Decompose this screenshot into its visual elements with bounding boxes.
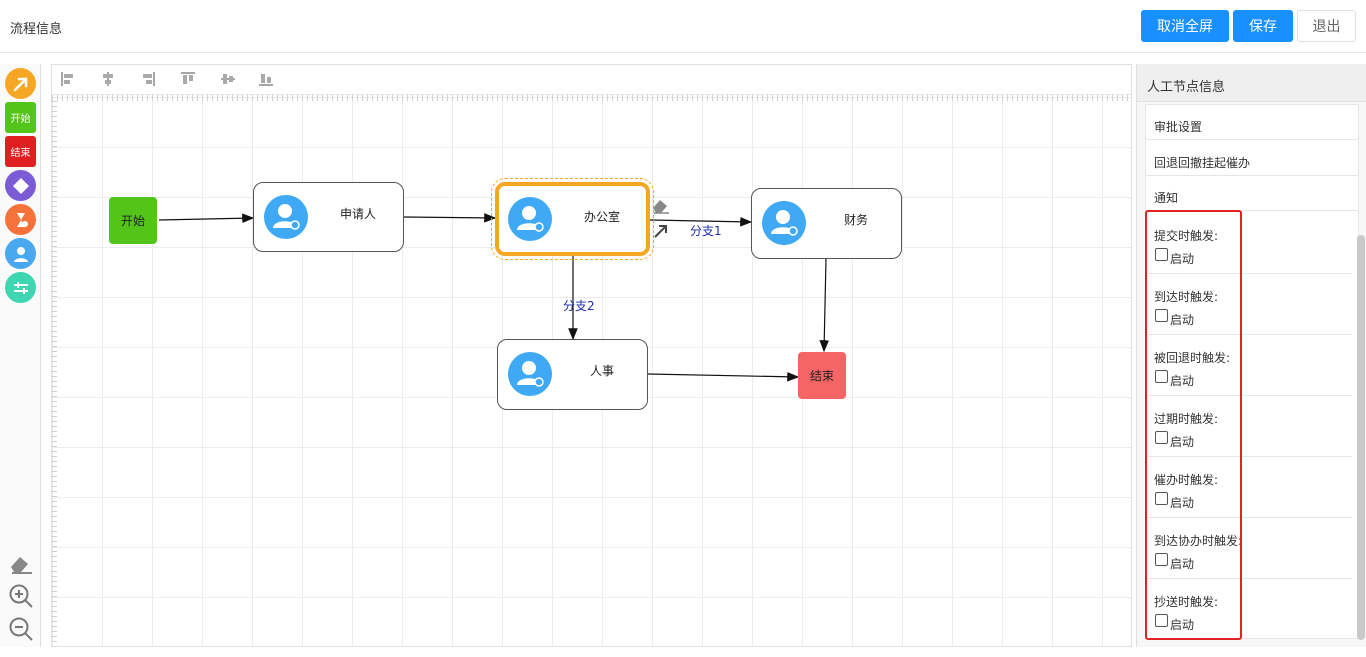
enable-checkbox[interactable]	[1155, 553, 1168, 566]
enable-checkbox[interactable]	[1155, 370, 1168, 383]
arrow-connect-icon[interactable]	[653, 223, 669, 242]
trigger-on-assist-arrive: 到达协办时触发: 启动	[1146, 518, 1352, 579]
user-avatar-icon	[264, 195, 308, 239]
align-bottom-icon[interactable]	[258, 71, 274, 87]
node-label: 申请人	[340, 207, 377, 221]
node-finance[interactable]: 财务	[751, 188, 902, 259]
edge-finance-end	[819, 258, 830, 353]
align-right-icon[interactable]	[140, 71, 156, 87]
trigger-on-urge: 催办时触发: 启动	[1146, 457, 1352, 518]
node-label: 人事	[590, 364, 615, 378]
edge-office-finance	[649, 216, 753, 227]
trigger-on-expire: 过期时触发: 启动	[1146, 396, 1352, 457]
user-avatar-icon	[508, 197, 552, 241]
node-label: 办公室	[584, 210, 621, 224]
flow-canvas[interactable]: 分支1 分支2 开始 申请人 办公室 财务 人事 结束	[51, 64, 1132, 647]
edge-hr-end	[647, 371, 800, 382]
panel-body: 审批设置 回退回撤挂起催办 通知 提交时触发: 启动 到达时触发: 启动 被回退…	[1145, 104, 1359, 639]
node-hr[interactable]: 人事	[497, 339, 648, 410]
enable-checkbox[interactable]	[1155, 431, 1168, 444]
enable-checkbox[interactable]	[1155, 492, 1168, 505]
top-ruler	[52, 95, 1131, 101]
trigger-on-submit: 提交时触发: 启动	[1146, 213, 1352, 274]
edge-start-applicant	[158, 213, 255, 224]
timer-hourglass-icon[interactable]	[5, 204, 36, 235]
node-office-selected[interactable]: 办公室	[491, 178, 654, 260]
node-label: 财务	[844, 213, 869, 227]
edge-label-branch1[interactable]: 分支1	[690, 224, 722, 238]
page-title: 流程信息	[10, 22, 63, 37]
zoom-in-icon[interactable]	[5, 580, 36, 611]
enable-checkbox[interactable]	[1155, 309, 1168, 322]
user-avatar-icon	[508, 352, 552, 396]
section-notification[interactable]: 通知	[1146, 176, 1358, 211]
trigger-on-rollback: 被回退时触发: 启动	[1146, 335, 1352, 396]
section-approval-settings[interactable]: 审批设置	[1146, 105, 1358, 140]
palette-start-node[interactable]: 开始	[5, 102, 36, 133]
trigger-on-cc: 抄送时触发: 启动	[1154, 595, 1219, 632]
align-center-icon[interactable]	[100, 71, 116, 87]
panel-scrollbar[interactable]	[1357, 235, 1365, 640]
start-node[interactable]: 开始	[109, 197, 157, 244]
parallel-branch-icon[interactable]	[5, 272, 36, 303]
flow-edges	[158, 213, 830, 382]
palette-end-node[interactable]: 结束	[5, 136, 36, 167]
enable-checkbox[interactable]	[1155, 614, 1168, 627]
node-info-panel: 人工节点信息 审批设置 回退回撤挂起催办 通知 提交时触发: 启动 到达时触发:…	[1136, 64, 1366, 647]
node-applicant[interactable]: 申请人	[253, 182, 404, 252]
header: 流程信息 取消全屏 保存 退出	[0, 0, 1366, 53]
eraser-icon[interactable]	[5, 548, 36, 579]
enable-checkbox[interactable]	[1155, 248, 1168, 261]
panel-title: 人工节点信息	[1137, 64, 1366, 102]
save-button[interactable]: 保存	[1233, 10, 1293, 42]
node-palette: 开始 结束	[0, 64, 41, 647]
align-toolbar	[52, 65, 1131, 95]
exit-button[interactable]: 退出	[1297, 10, 1356, 42]
align-top-icon[interactable]	[180, 71, 196, 87]
trigger-on-arrive: 到达时触发: 启动	[1146, 274, 1352, 335]
gateway-diamond-icon[interactable]	[5, 170, 36, 201]
exit-fullscreen-button[interactable]: 取消全屏	[1141, 10, 1229, 42]
section-rollback-urge[interactable]: 回退回撤挂起催办	[1146, 141, 1358, 176]
edge-applicant-office	[403, 213, 497, 223]
user-avatar-icon	[762, 201, 806, 245]
zoom-out-icon[interactable]	[5, 613, 36, 644]
align-middle-icon[interactable]	[220, 71, 236, 87]
user-task-icon[interactable]	[5, 238, 36, 269]
align-left-icon[interactable]	[60, 71, 76, 87]
edge-label-branch2[interactable]: 分支2	[563, 299, 595, 313]
end-node[interactable]: 结束	[798, 352, 846, 399]
eraser-icon[interactable]	[651, 197, 671, 218]
left-ruler	[52, 101, 57, 646]
connector-arrow-icon[interactable]	[5, 68, 36, 99]
